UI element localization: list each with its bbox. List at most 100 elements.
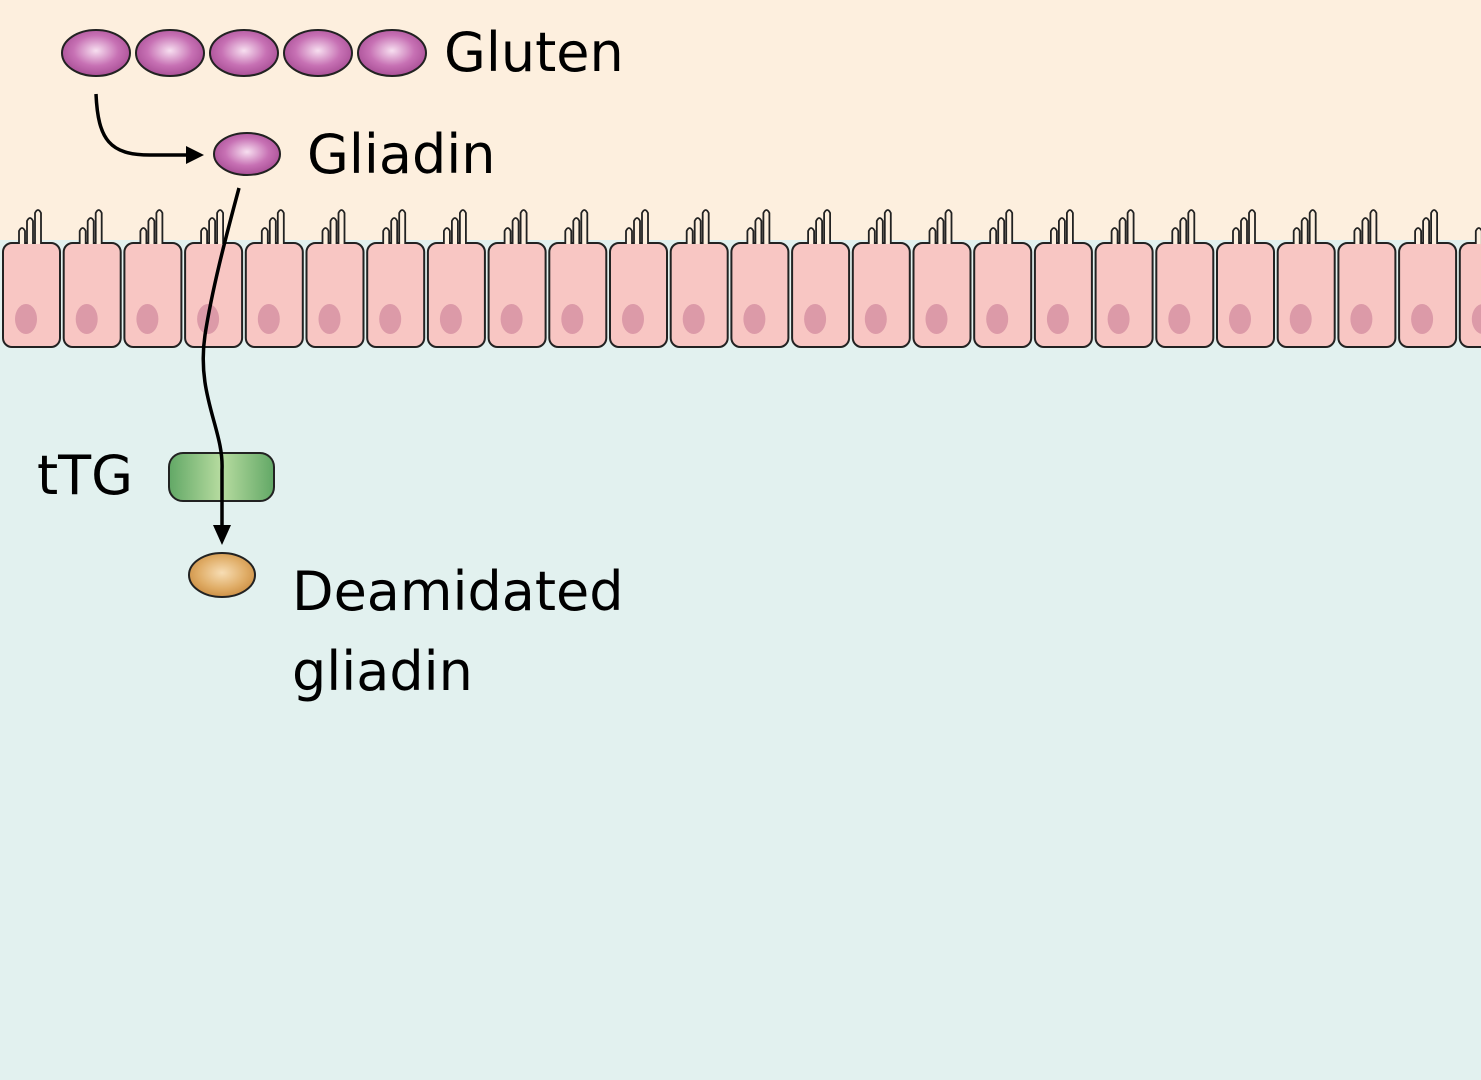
nucleus [1471, 304, 1481, 334]
microvillus [459, 209, 467, 244]
microvillus [564, 227, 573, 244]
epithelial-cell [973, 209, 1033, 348]
microvillus [746, 227, 755, 244]
nucleus [1411, 304, 1434, 334]
microvillus [1292, 227, 1301, 244]
gluten-bead [209, 29, 279, 77]
microvillus [337, 209, 346, 244]
microvillus [1066, 209, 1074, 244]
deamidated-label-line2: gliadin [292, 640, 473, 703]
microvillus [451, 217, 459, 244]
nucleus [500, 304, 523, 334]
microvillus [321, 227, 330, 244]
nucleus [136, 304, 159, 334]
ttg-label: tTG [37, 444, 134, 507]
microvillus [147, 217, 156, 244]
microvillus [155, 209, 164, 244]
nucleus [864, 304, 887, 334]
deamidated-label-line1: Deamidated [292, 560, 624, 623]
microvillus [685, 227, 694, 244]
microvillus [944, 209, 953, 244]
microvillus [625, 227, 633, 244]
epithelial-cell [2, 209, 61, 348]
nucleus [561, 304, 584, 334]
epithelial-cell [1155, 209, 1215, 348]
epithelial-cell [426, 209, 486, 348]
microvillus [382, 227, 391, 244]
nucleus [1350, 304, 1373, 334]
microvillus [754, 217, 763, 244]
nucleus [986, 304, 1009, 334]
nucleus [622, 304, 644, 334]
microvillus [867, 227, 876, 244]
microvillus [26, 217, 34, 244]
microvillus [1414, 227, 1422, 244]
microvillus [1171, 227, 1180, 244]
microvillus [216, 209, 224, 244]
microvillus [200, 227, 208, 244]
epithelial-cell [1033, 209, 1093, 348]
epithelial-cell [912, 209, 972, 348]
epithelial-cell [669, 209, 729, 348]
microvillus [1118, 217, 1127, 244]
microvillus [1474, 227, 1481, 244]
microvillus [86, 217, 95, 244]
microvillus [997, 217, 1006, 244]
deamidated-gliadin-bead [188, 552, 256, 598]
epithelial-cell [548, 209, 608, 348]
microvillus [1110, 227, 1119, 244]
epithelial-cell [184, 209, 244, 348]
microvillus [762, 209, 771, 244]
microvillus [815, 217, 823, 244]
nucleus [318, 304, 341, 334]
gluten-label: Gluten [444, 21, 624, 84]
microvillus [875, 217, 884, 244]
nucleus [439, 304, 462, 334]
epithelial-cell [1216, 209, 1275, 348]
microvillus [94, 209, 103, 244]
deamidated-gliadin-label: Deamidated gliadin [292, 552, 624, 712]
microvillus [633, 217, 641, 244]
microvillus [208, 217, 216, 244]
microvillus [1179, 217, 1188, 244]
cleavage-arrow [94, 93, 196, 157]
microvillus [398, 209, 407, 244]
microvillus [1422, 217, 1430, 244]
microvillus [641, 209, 649, 244]
nucleus [1289, 304, 1312, 334]
microvillus [1361, 217, 1370, 244]
microvillus [503, 227, 512, 244]
nucleus [379, 304, 402, 334]
microvillus [329, 217, 338, 244]
microvillus [1430, 209, 1438, 244]
microvillus [276, 209, 285, 244]
microvillus [260, 227, 269, 244]
epithelial-cell [123, 209, 183, 348]
microvillus [989, 227, 998, 244]
epithelial-cell [62, 209, 122, 348]
microvillus [78, 227, 87, 244]
microvillus [390, 217, 399, 244]
nucleus [257, 304, 280, 334]
epithelial-cell [487, 209, 547, 348]
microvillus [1050, 227, 1058, 244]
microvillus [807, 227, 815, 244]
microvillus [443, 227, 451, 244]
epithelial-cell [1276, 209, 1336, 348]
lamina-propria [0, 240, 1481, 1080]
microvillus [1005, 209, 1014, 244]
nucleus [75, 304, 98, 334]
microvillus [701, 209, 710, 244]
nucleus [925, 304, 948, 334]
translocation-arrowhead [213, 525, 231, 545]
nucleus [743, 304, 766, 334]
microvillus [34, 209, 42, 244]
microvillus [928, 227, 937, 244]
translocation-arrow [201, 187, 241, 528]
microvillus [883, 209, 892, 244]
epithelial-cell [305, 209, 365, 348]
epithelial-cell [1398, 209, 1458, 348]
microvillus [1248, 209, 1256, 244]
epithelial-cell [366, 209, 426, 348]
